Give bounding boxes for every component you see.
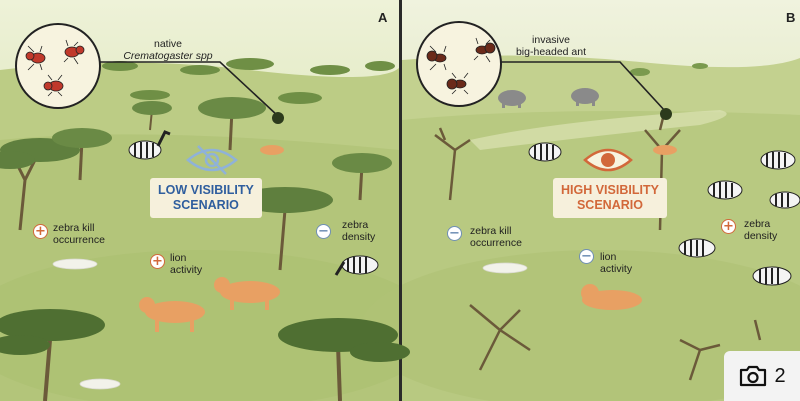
bare-trees-b — [434, 109, 762, 381]
camera-icon — [740, 365, 767, 387]
zebra-kill-b-line1: zebra kill — [470, 225, 512, 237]
zebra-density-label-a: zebra density — [342, 219, 375, 243]
zebra-kill-a-line1: zebra kill — [53, 222, 95, 234]
zebra-kill-a-line2: occurrence — [53, 234, 105, 246]
zebras — [128, 130, 800, 286]
eye-slashed-icon — [186, 145, 238, 175]
density-b-line1: zebra — [744, 218, 771, 230]
gallery-count: 2 — [774, 364, 786, 387]
callout-connectors — [97, 61, 672, 124]
lion-b-line2: activity — [600, 263, 633, 275]
zebra-a-2 — [334, 255, 379, 276]
zebra-kill-b-line2: occurrence — [470, 237, 522, 249]
zebra-b-group — [528, 142, 800, 286]
zebra-kill-label-a: zebra kill occurrence — [53, 222, 105, 246]
native-ant-callout — [15, 23, 101, 109]
minus-sign-lion-b: − — [579, 249, 594, 264]
low-visibility-scenario-box: LOW VISIBILITY SCENARIO — [150, 178, 262, 218]
invasive-ant-label: invasive big-headed ant — [496, 34, 606, 58]
native-ant-label: native Crematogaster spp — [108, 38, 228, 62]
zebra-carcasses — [52, 258, 528, 390]
panel-a-letter: A — [378, 10, 388, 25]
acacia-trees-a — [0, 97, 410, 401]
lion-activity-label-b: lion activity — [600, 251, 632, 275]
elephants — [498, 88, 599, 108]
native-ant-label-line2: Crematogaster spp — [123, 50, 213, 62]
native-ant-label-line1: native — [153, 38, 183, 50]
density-a-line1: zebra — [342, 219, 369, 231]
lion-b-resting — [581, 284, 642, 310]
high-visibility-scenario-box: HIGH VISIBILITY SCENARIO — [553, 178, 667, 218]
minus-sign-density-a: − — [316, 224, 331, 239]
plus-sign-zebra-kill-a: + — [33, 224, 48, 239]
lion-b-line1: lion — [600, 251, 617, 263]
invasive-ant-callout — [416, 21, 502, 107]
zebra-kill-label-b: zebra kill occurrence — [470, 225, 522, 249]
lion-b-distant — [653, 145, 677, 155]
minus-sign-zebra-kill-b: − — [447, 226, 462, 241]
eye-open-icon — [583, 148, 633, 172]
zebra-density-label-b: zebra density — [744, 218, 777, 242]
low-visibility-line2: SCENARIO — [172, 198, 239, 212]
plus-sign-lion-a: + — [150, 254, 165, 269]
invasive-ant-label-line2: big-headed ant — [515, 46, 587, 58]
high-visibility-line1: HIGH VISIBILITY — [561, 183, 659, 197]
lion-a-2 — [214, 277, 280, 310]
zebra-a-1 — [128, 130, 171, 160]
lion-a-line1: lion — [170, 252, 187, 264]
lion-a-line2: activity — [170, 264, 203, 276]
density-b-line2: density — [744, 230, 778, 242]
panel-divider — [399, 0, 402, 401]
lion-a-distant — [260, 145, 284, 155]
low-visibility-line1: LOW VISIBILITY — [158, 183, 254, 197]
plus-sign-density-b: + — [721, 219, 736, 234]
distant-treeline-b — [630, 63, 708, 76]
high-visibility-line2: SCENARIO — [576, 198, 643, 212]
lion-activity-label-a: lion activity — [170, 252, 202, 276]
panel-b-letter: B — [786, 10, 796, 25]
image-gallery-button[interactable]: 2 — [724, 351, 800, 401]
density-a-line2: density — [342, 231, 376, 243]
lion-a-1 — [139, 297, 205, 332]
invasive-ant-label-line1: invasive — [532, 34, 570, 46]
lions — [139, 145, 677, 332]
